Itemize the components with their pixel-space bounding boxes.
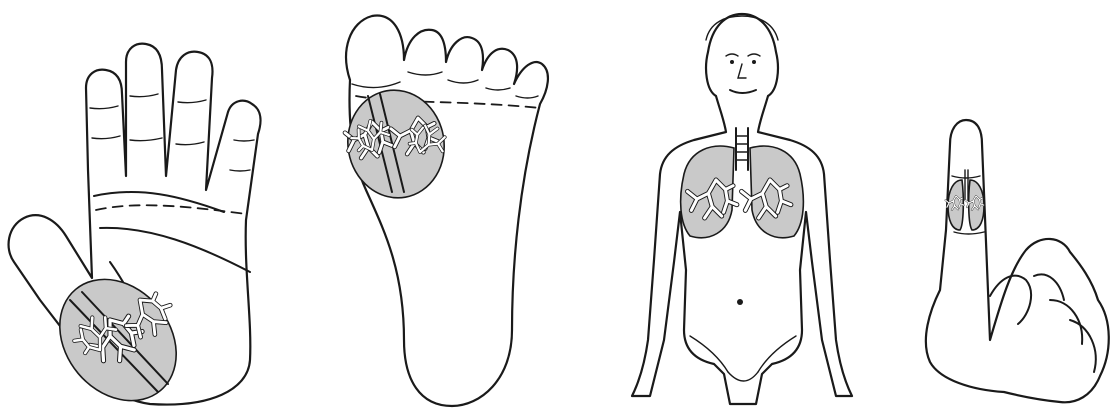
finger-panel: [926, 120, 1109, 402]
hand-panel: [9, 44, 261, 414]
foot-icon: [346, 16, 548, 406]
body-icon: [632, 14, 852, 404]
finger-icon: [926, 120, 1109, 402]
foot-panel: [339, 16, 548, 406]
body-panel: [632, 14, 852, 404]
